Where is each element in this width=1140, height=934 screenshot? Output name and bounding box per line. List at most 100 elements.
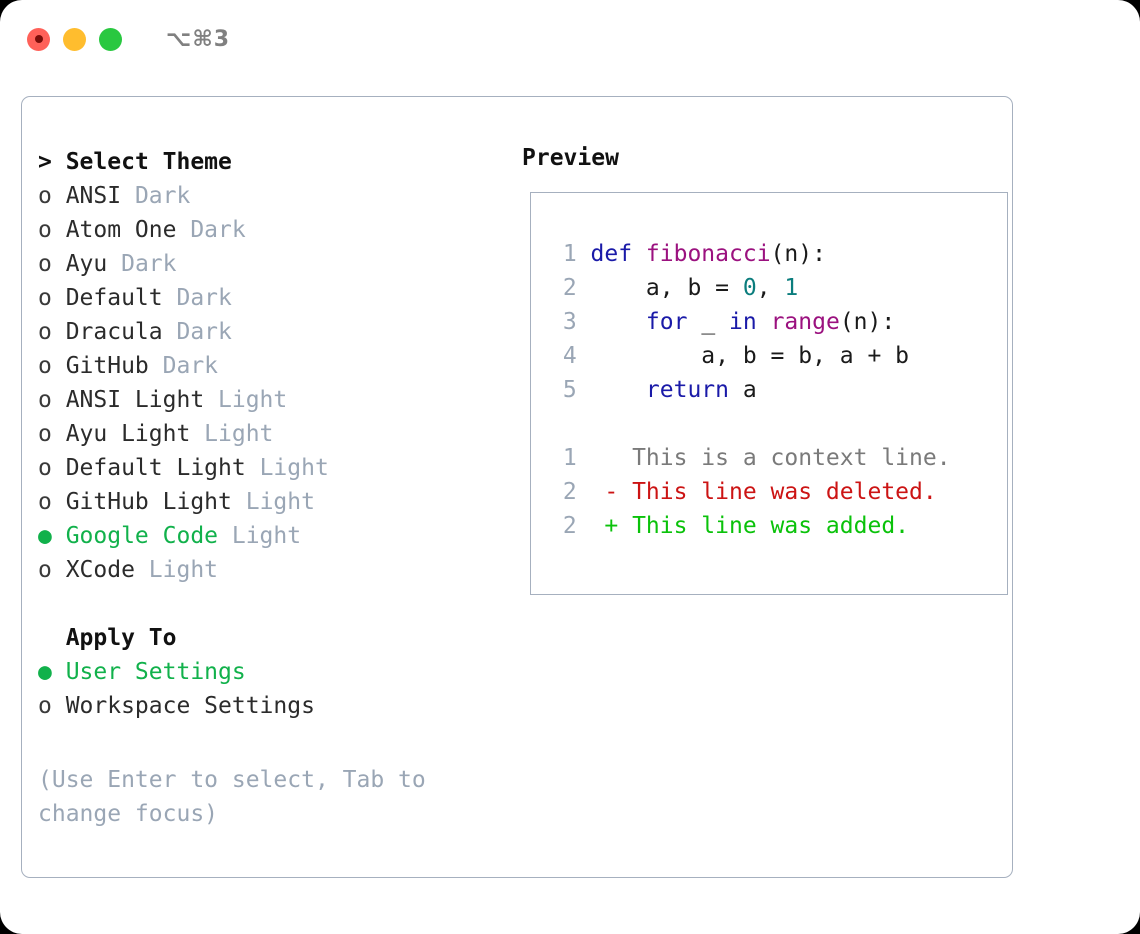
radio-selected-icon[interactable]: ● — [38, 659, 52, 685]
select-theme-heading-label: Select Theme — [65, 149, 232, 175]
theme-list-item[interactable]: o Dracula Dark — [38, 315, 492, 349]
theme-mode-tag: Dark — [121, 251, 177, 277]
code-token: return — [645, 377, 730, 403]
theme-name: Google Code — [51, 523, 232, 549]
theme-list-item[interactable]: o ANSI Light Light — [38, 383, 492, 417]
radio-unselected-icon[interactable]: o — [38, 285, 52, 311]
theme-name: Atom One — [51, 217, 191, 243]
radio-selected-icon[interactable]: ● — [38, 523, 52, 549]
radio-unselected-icon[interactable]: o — [38, 693, 52, 719]
theme-name: ANSI Light — [51, 387, 219, 413]
radio-unselected-icon[interactable]: o — [38, 455, 52, 481]
theme-list-item[interactable]: o Ayu Light Light — [38, 417, 492, 451]
theme-list-item[interactable]: o Atom One Dark — [38, 213, 492, 247]
radio-unselected-icon[interactable]: o — [38, 183, 52, 209]
theme-name: GitHub Light — [51, 489, 246, 515]
diff-line: 1 This is a context line. — [531, 441, 1007, 475]
radio-unselected-icon[interactable]: o — [38, 557, 52, 583]
theme-mode-tag: Dark — [176, 319, 232, 345]
theme-name: Default — [51, 285, 177, 311]
diff-line: 2 + This line was added. — [531, 509, 1007, 543]
radio-unselected-icon[interactable]: o — [38, 319, 52, 345]
code-token: 1 — [784, 275, 799, 301]
diff-text: + This line was added. — [590, 513, 910, 539]
apply-to-label: User Settings — [51, 659, 246, 685]
apply-to-item[interactable]: o Workspace Settings — [38, 689, 492, 723]
diff-text: - This line was deleted. — [590, 479, 937, 505]
theme-list-item[interactable]: o XCode Light — [38, 553, 492, 587]
apply-to-label: Workspace Settings — [51, 693, 315, 719]
line-number: 1 — [562, 445, 577, 471]
theme-list-item[interactable]: o Default Light Light — [38, 451, 492, 485]
traffic-light-group — [27, 27, 122, 51]
theme-list-item[interactable]: o ANSI Dark — [38, 179, 492, 213]
preview-title: Preview — [522, 145, 619, 171]
apply-to-item[interactable]: ● User Settings — [38, 655, 492, 689]
theme-mode-tag: Light — [218, 387, 288, 413]
theme-mode-tag: Light — [245, 489, 315, 515]
prompt-caret-icon: > — [38, 149, 66, 175]
line-number: 5 — [562, 377, 577, 403]
line-number: 3 — [562, 309, 577, 335]
diff-sample: 1 This is a context line. 2 - This line w… — [531, 441, 1007, 543]
theme-list-item[interactable]: o GitHub Light Light — [38, 485, 492, 519]
code-line: 5 return a — [531, 373, 1007, 407]
code-token: (n): — [770, 241, 826, 267]
code-token: _ — [687, 309, 730, 335]
theme-name: XCode — [51, 557, 149, 583]
theme-mode-tag: Dark — [162, 353, 219, 379]
radio-unselected-icon[interactable]: o — [38, 387, 52, 413]
code-token: range — [770, 309, 840, 335]
code-token: 0 — [742, 275, 757, 301]
code-line: 4 a, b = b, a + b — [531, 339, 1007, 373]
theme-mode-tag: Dark — [134, 183, 191, 209]
code-token — [591, 309, 646, 335]
theme-mode-tag: Light — [231, 523, 302, 549]
code-token — [591, 377, 646, 403]
radio-unselected-icon[interactable]: o — [38, 353, 52, 379]
line-number: 2 — [562, 479, 577, 505]
code-token: def — [590, 241, 646, 267]
maximize-window-icon[interactable] — [99, 27, 122, 51]
theme-list-item[interactable]: o Ayu Dark — [38, 247, 492, 281]
code-token: , — [756, 275, 785, 301]
keyboard-hint: (Use Enter to select, Tab to change focu… — [38, 767, 440, 827]
theme-list-item[interactable]: o Default Dark — [38, 281, 492, 315]
theme-mode-tag: Dark — [190, 217, 246, 243]
theme-name: Dracula — [51, 319, 177, 345]
radio-unselected-icon[interactable]: o — [38, 251, 52, 277]
close-window-icon[interactable] — [27, 27, 50, 51]
radio-unselected-icon[interactable]: o — [38, 217, 52, 243]
line-number: 2 — [562, 513, 577, 539]
theme-name: ANSI — [51, 183, 135, 209]
theme-mode-tag: Light — [204, 421, 274, 447]
title-bar: ⌥⌘3 — [0, 0, 1140, 78]
minimize-window-icon[interactable] — [63, 27, 86, 51]
code-token: fibonacci — [645, 241, 771, 267]
code-token: (n): — [839, 309, 896, 335]
line-number: 4 — [562, 343, 577, 369]
list-spacer — [38, 587, 492, 621]
code-token: a, b = b, a + b — [590, 343, 910, 369]
theme-mode-tag: Light — [148, 557, 219, 583]
code-token: in — [729, 309, 757, 335]
code-token: a, b = — [590, 275, 743, 301]
theme-name: Ayu — [51, 251, 122, 277]
radio-unselected-icon[interactable]: o — [38, 489, 52, 515]
apply-to-heading: Apply To — [38, 621, 492, 655]
code-line: 3 for _ in range(n): — [531, 305, 1007, 339]
radio-unselected-icon[interactable]: o — [38, 421, 52, 447]
code-token: a — [729, 377, 757, 403]
theme-list-item[interactable]: o GitHub Dark — [38, 349, 492, 383]
theme-mode-tag: Dark — [176, 285, 232, 311]
theme-name: Ayu Light — [51, 421, 205, 447]
theme-list-item[interactable]: ● Google Code Light — [38, 519, 492, 553]
code-token: for — [645, 309, 688, 335]
